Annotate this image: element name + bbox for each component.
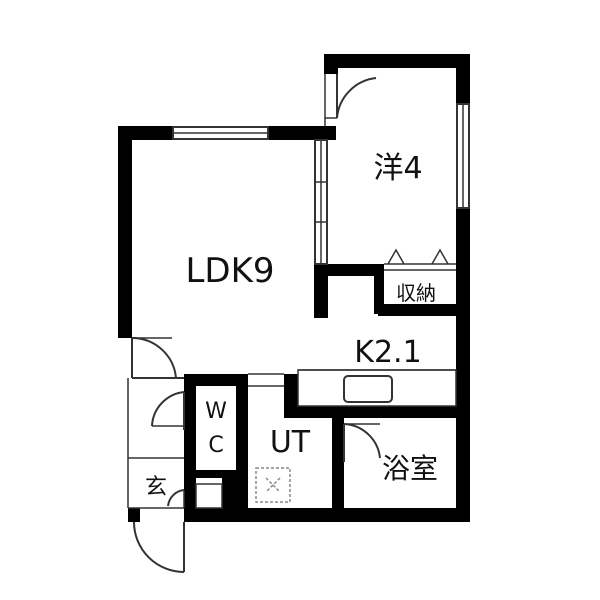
wall-western-bottom: [314, 264, 384, 276]
room-label-wc-bottom: C: [208, 433, 223, 458]
washer-space: [255, 467, 291, 503]
wall-western-top: [324, 54, 468, 68]
door-ldk-entry[interactable]: [131, 336, 184, 379]
wall-entrance-bottom: [128, 508, 140, 522]
wall-ldk-top-right: [268, 126, 336, 140]
wall-utility-right: [332, 418, 344, 522]
room-label-utility: UT: [270, 425, 311, 460]
door-wc[interactable]: [151, 391, 185, 430]
room-label-bath: 浴室: [382, 452, 438, 485]
wall-wc-left: [184, 374, 196, 522]
room-label-western: 洋4: [373, 151, 422, 186]
door-western-top[interactable]: [324, 74, 377, 126]
wall-wc-top: [184, 374, 248, 386]
room-label-storage: 収納: [396, 281, 436, 305]
kitchen-sink: [343, 375, 393, 403]
storage-doors[interactable]: [384, 248, 456, 271]
room-label-kitchen: K2.1: [354, 335, 421, 370]
wall-partition-stub: [314, 264, 328, 318]
wall-kitchen-bottom: [284, 406, 470, 418]
hallway-lines: [127, 373, 284, 509]
door-front[interactable]: [133, 521, 185, 573]
wall-wc-right: [236, 374, 248, 522]
wall-storage-left: [374, 264, 384, 314]
entrance-closet-box: [195, 483, 223, 509]
wall-wc-entrance-block: [222, 478, 236, 522]
room-label-ldk: LDK9: [185, 251, 274, 291]
walls: [118, 54, 470, 522]
windows: [172, 103, 470, 265]
door-bath[interactable]: [343, 423, 381, 462]
door-entrance-closet[interactable]: [167, 483, 223, 509]
kitchen-counter: [297, 369, 457, 407]
wall-wc-bottom: [196, 470, 236, 478]
wall-western-left: [324, 54, 338, 74]
wall-right-upper: [456, 54, 470, 104]
wall-right-lower: [456, 208, 470, 522]
wall-left: [118, 126, 132, 338]
wall-storage-bottom: [378, 304, 470, 316]
room-label-entrance: 玄: [145, 475, 167, 500]
room-label-wc-top: W: [205, 399, 227, 424]
wall-bottom: [184, 508, 470, 522]
